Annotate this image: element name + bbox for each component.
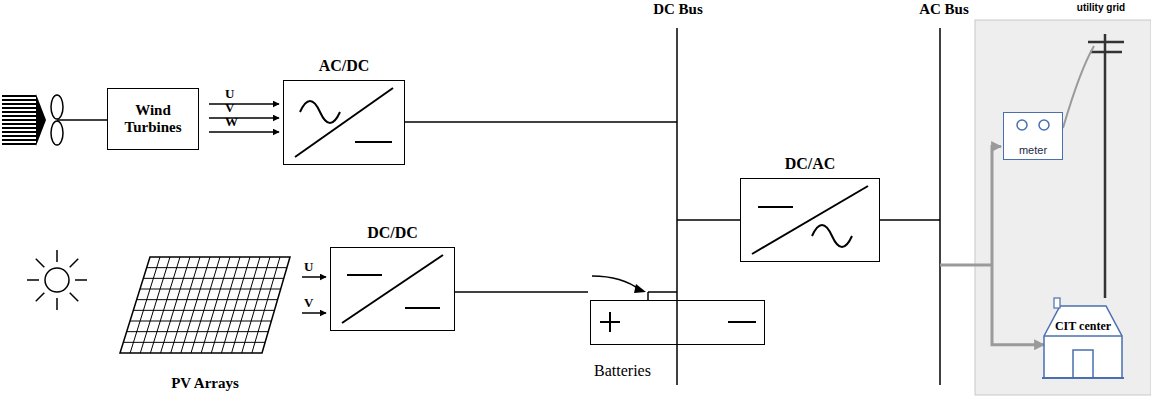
sun-ray [70, 259, 78, 267]
pv-cell-line [147, 267, 287, 268]
sun-ray [75, 279, 87, 281]
pv-cell-line [123, 342, 265, 343]
phase-label: W [225, 115, 238, 128]
house-base [1042, 377, 1124, 379]
phase-wire [302, 276, 326, 278]
wind-stroke [2, 107, 36, 109]
wind-stroke [2, 99, 36, 101]
sun-ray [36, 293, 44, 301]
pv-panel [120, 257, 290, 353]
building: CIT center [1040, 296, 1126, 380]
pv-cell-line [137, 299, 278, 300]
house-chimney [1054, 298, 1060, 308]
house-wall [1044, 306, 1122, 378]
phase-label: V [225, 101, 234, 114]
house-outline [1040, 296, 1126, 380]
pv-cell-line [127, 331, 269, 332]
node-label: Wind Turbines [112, 102, 194, 137]
sun-ray [56, 250, 58, 262]
pv-cell-line [133, 310, 274, 311]
meter-box: meter [1003, 112, 1063, 160]
phase-label: U [304, 260, 313, 273]
wind-stroke [2, 103, 36, 105]
converter-box: AC/DC [283, 80, 405, 165]
pv-cell-line [130, 321, 271, 322]
pv-cell-line [252, 257, 280, 353]
phase-label: U [225, 87, 234, 100]
source-box: Wind Turbines [107, 88, 199, 150]
phase-wire [209, 131, 279, 133]
pv-frame [120, 257, 290, 353]
pv-cell-line [140, 289, 281, 290]
node-label: DC/AC [785, 155, 836, 173]
wind-stroke [2, 131, 36, 133]
grid-label: utility grid [1077, 2, 1125, 13]
phase-wire [209, 117, 279, 119]
switch-arrowhead [634, 284, 646, 293]
wind-stroke [2, 143, 36, 145]
battery-terminals [600, 312, 756, 332]
meter-body [1003, 112, 1063, 160]
converter-box: DC/AC [740, 178, 880, 262]
converter-box: DC/DC [330, 247, 455, 331]
feed-line [940, 264, 992, 267]
meter-dials [1017, 120, 1049, 130]
wind-arrowhead [36, 94, 46, 146]
converter-symbols [295, 88, 868, 323]
phase-label: V [304, 296, 313, 309]
wind-stroke [2, 127, 36, 129]
bus-label: DC Bus [653, 1, 703, 18]
phase-wire [209, 103, 279, 105]
node-label: AC/DC [319, 57, 370, 75]
wind-stroke [2, 135, 36, 137]
sun-ray [36, 259, 44, 267]
wind-stroke [2, 95, 36, 97]
wind-stroke [2, 119, 36, 121]
house-door [1073, 350, 1093, 378]
sun-ray [56, 298, 58, 310]
pv-array: PV Arrays [118, 255, 292, 355]
wind-stroke [2, 139, 36, 141]
phase-wire [302, 312, 326, 314]
node-label: meter [1004, 145, 1062, 156]
power-flow-arrow [992, 147, 1044, 345]
wind-stroke [2, 123, 36, 125]
battery-box: Batteries [590, 300, 765, 345]
service-wire [1063, 46, 1094, 128]
wind-stroke [2, 111, 36, 113]
turbine-rotor [51, 95, 107, 145]
node-label: Batteries [594, 362, 651, 380]
node-label: CIT center [1040, 320, 1126, 332]
bus-wiring [405, 28, 940, 385]
node-label: DC/DC [367, 224, 418, 242]
bus-label: AC Bus [919, 1, 969, 18]
sun-ray [27, 279, 39, 281]
sun-symbol [27, 250, 87, 310]
node-label: PV Arrays [171, 375, 239, 392]
house-eave [1044, 335, 1122, 337]
pv-cell-line [143, 278, 283, 279]
utility-pole [1088, 34, 1124, 298]
site-panel [975, 20, 1151, 395]
sun-ray [70, 293, 78, 301]
wind-stroke [2, 115, 36, 117]
wind-stream [2, 96, 36, 144]
